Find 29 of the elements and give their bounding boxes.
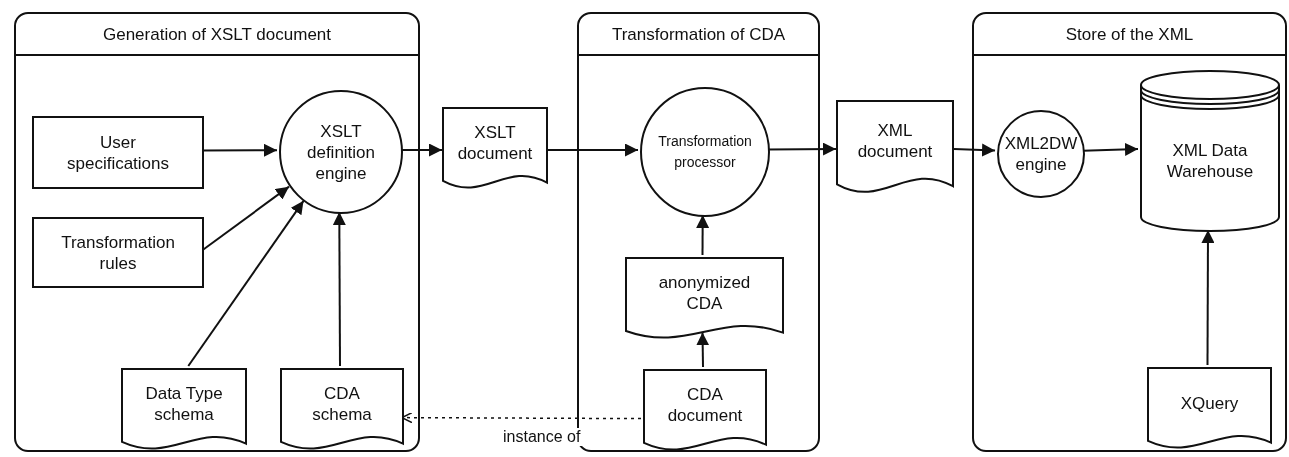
swimlane-panel <box>972 12 1287 452</box>
panel-title: Store of the XML <box>1065 23 1194 45</box>
arrow <box>187 199 305 367</box>
process-box <box>32 217 204 288</box>
document-label: XSLT document <box>456 122 534 165</box>
arrow <box>953 143 997 157</box>
panel-title: Generation of XSLT document <box>102 23 332 45</box>
node-label: Transformation processor <box>657 132 753 172</box>
arrow <box>696 214 710 256</box>
edge-label: instance of <box>501 428 583 447</box>
document-label: XQuery <box>1180 392 1239 414</box>
panel-title: Transformation of CDA <box>611 23 786 45</box>
node-label: XML2DW engine <box>1003 133 1079 175</box>
node-label: Transformation rules <box>60 231 176 274</box>
document-label: XML document <box>856 120 934 163</box>
node-label: XSLT definition engine <box>305 120 377 184</box>
arrow <box>547 143 639 157</box>
arrow <box>332 211 346 367</box>
node-label: XML Data Warehouse <box>1165 140 1255 182</box>
node-label: User specifications <box>65 131 171 174</box>
arrow <box>1201 229 1215 366</box>
swimlane-panel <box>14 12 420 452</box>
document-label: CDA document <box>666 384 744 427</box>
arrow <box>696 331 710 368</box>
process-box <box>32 116 204 189</box>
document-label: CDA schema <box>312 383 372 426</box>
document-label: anonymized CDA <box>657 272 752 315</box>
database-cylinder <box>1140 70 1280 232</box>
document-label: Data Type schema <box>144 383 224 426</box>
